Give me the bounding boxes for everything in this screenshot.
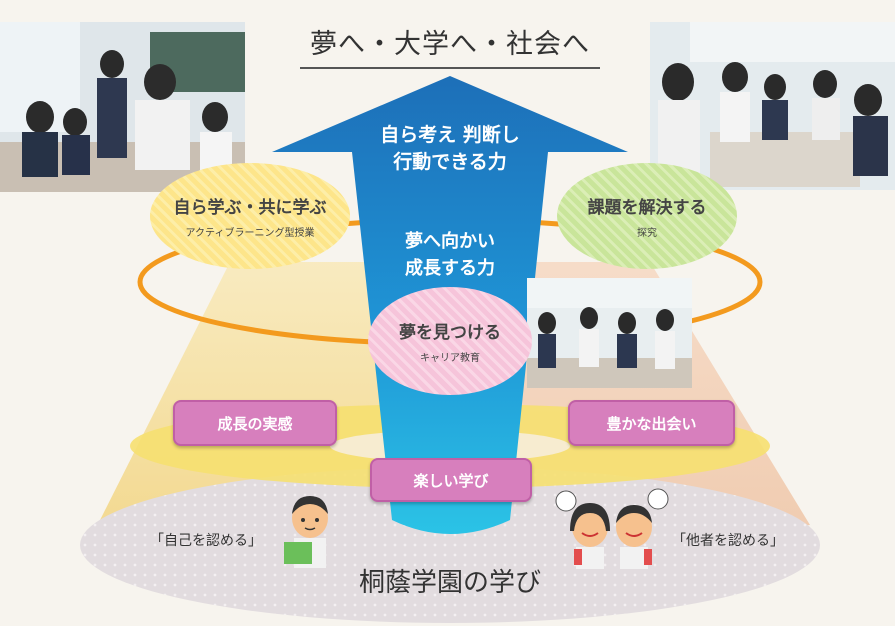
student-pair-icon (555, 488, 669, 569)
pill-fun-learning: 楽しい学び (370, 458, 532, 502)
arrow-top-text: 自ら考え 判断し 行動できる力 (340, 122, 560, 176)
arrow-top-line1: 自ら考え 判断し (380, 124, 520, 146)
classroom-photo-right (650, 22, 895, 190)
student-boy-book-icon (284, 496, 328, 568)
arrow-top-line2: 行動できる力 (393, 151, 507, 173)
ellipse-center-title: 夢を見つける (399, 323, 501, 343)
ellipse-active-learning: 自ら学ぶ・共に学ぶ アクティブラーニング型授業 (150, 163, 350, 269)
arrow-mid-text: 夢へ向かい 成長する力 (360, 228, 540, 282)
ellipse-right-title: 課題を解決する (587, 198, 707, 218)
ellipse-inquiry: 課題を解決する 探究 (557, 163, 737, 269)
quote-others-acceptance: 「他者を認める」 (672, 533, 784, 549)
classroom-photo-center (527, 278, 692, 388)
footer-title: 桐蔭学園の学び (358, 568, 541, 598)
ellipse-career: 夢を見つける キャリア教育 (368, 287, 532, 395)
quote-self-acceptance: 「自己を認める」 (150, 533, 262, 549)
ellipse-left-sub: アクティブラーニング型授業 (185, 228, 315, 239)
pill-encounters: 豊かな出会い (568, 400, 735, 446)
ellipse-right-sub: 探究 (637, 228, 657, 239)
pill-growth: 成長の実感 (173, 400, 337, 446)
arrow-mid-line1: 夢へ向かい (405, 231, 495, 252)
classroom-photo-left (0, 22, 245, 192)
arrow-mid-line2: 成長する力 (405, 258, 495, 279)
page-title: 夢へ・大学へ・社会へ (300, 22, 600, 69)
ellipse-left-title: 自ら学ぶ・共に学ぶ (173, 198, 327, 218)
ellipse-center-sub: キャリア教育 (420, 353, 480, 364)
